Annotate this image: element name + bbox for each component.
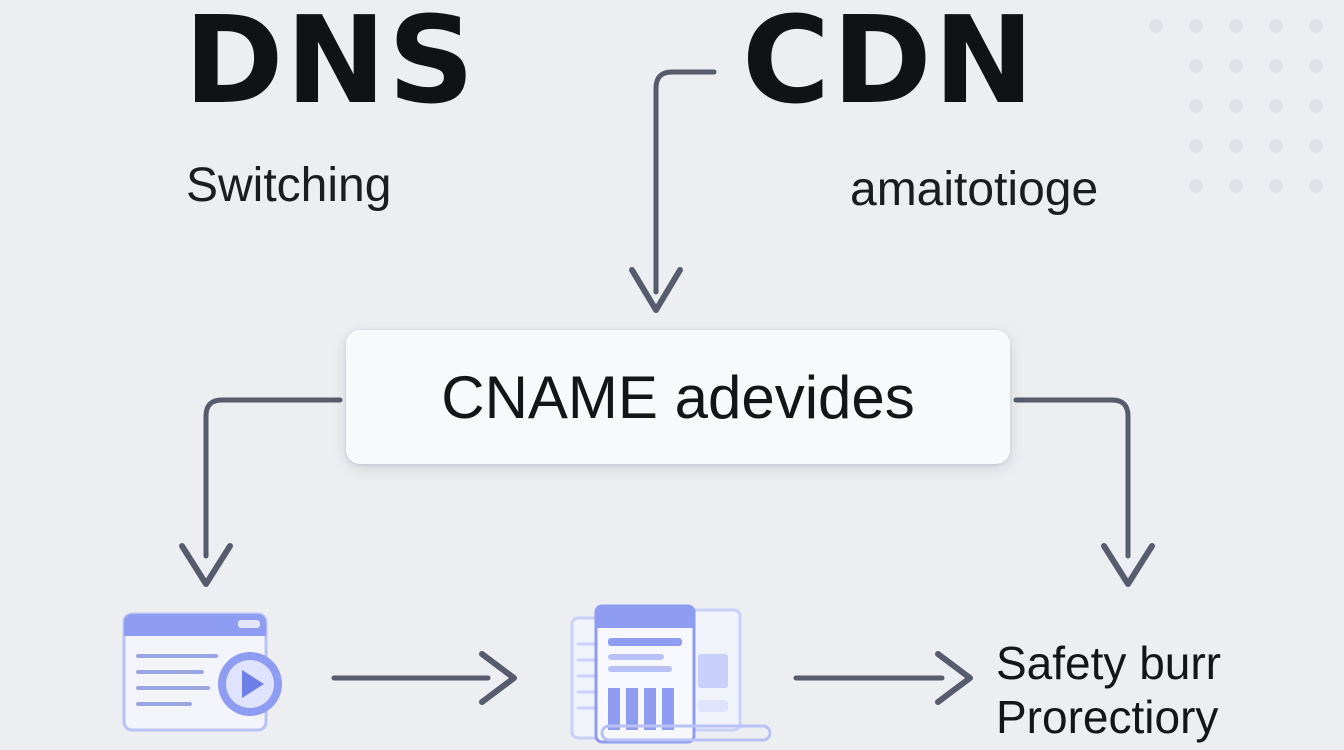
result-label-line2: Prorectiory — [996, 691, 1219, 743]
arrowhead-down-center — [629, 267, 683, 313]
arrowhead-down-right — [1101, 543, 1155, 587]
cname-node: CNAME adevides — [346, 330, 1010, 464]
dns-title: DNS — [184, 0, 477, 131]
dashboard-document-icon — [570, 604, 772, 744]
video-window-icon — [122, 612, 282, 732]
connector-cname-to-right — [1013, 397, 1131, 559]
cname-label: CNAME adevides — [441, 363, 915, 431]
result-label-line1: Safety burr — [996, 637, 1221, 689]
arrowhead-right-1 — [479, 651, 517, 705]
cdn-subtitle: amaitotioge — [850, 163, 1099, 216]
arrowhead-right-2 — [935, 651, 973, 705]
connector-cname-to-left — [203, 397, 343, 559]
cdn-title: CDN — [742, 0, 1037, 131]
dns-subtitle: Switching — [186, 159, 392, 212]
connector-cdn-to-cname — [653, 69, 717, 295]
arrowhead-down-left — [179, 543, 233, 587]
dot-grid-decoration — [1149, 19, 1323, 193]
